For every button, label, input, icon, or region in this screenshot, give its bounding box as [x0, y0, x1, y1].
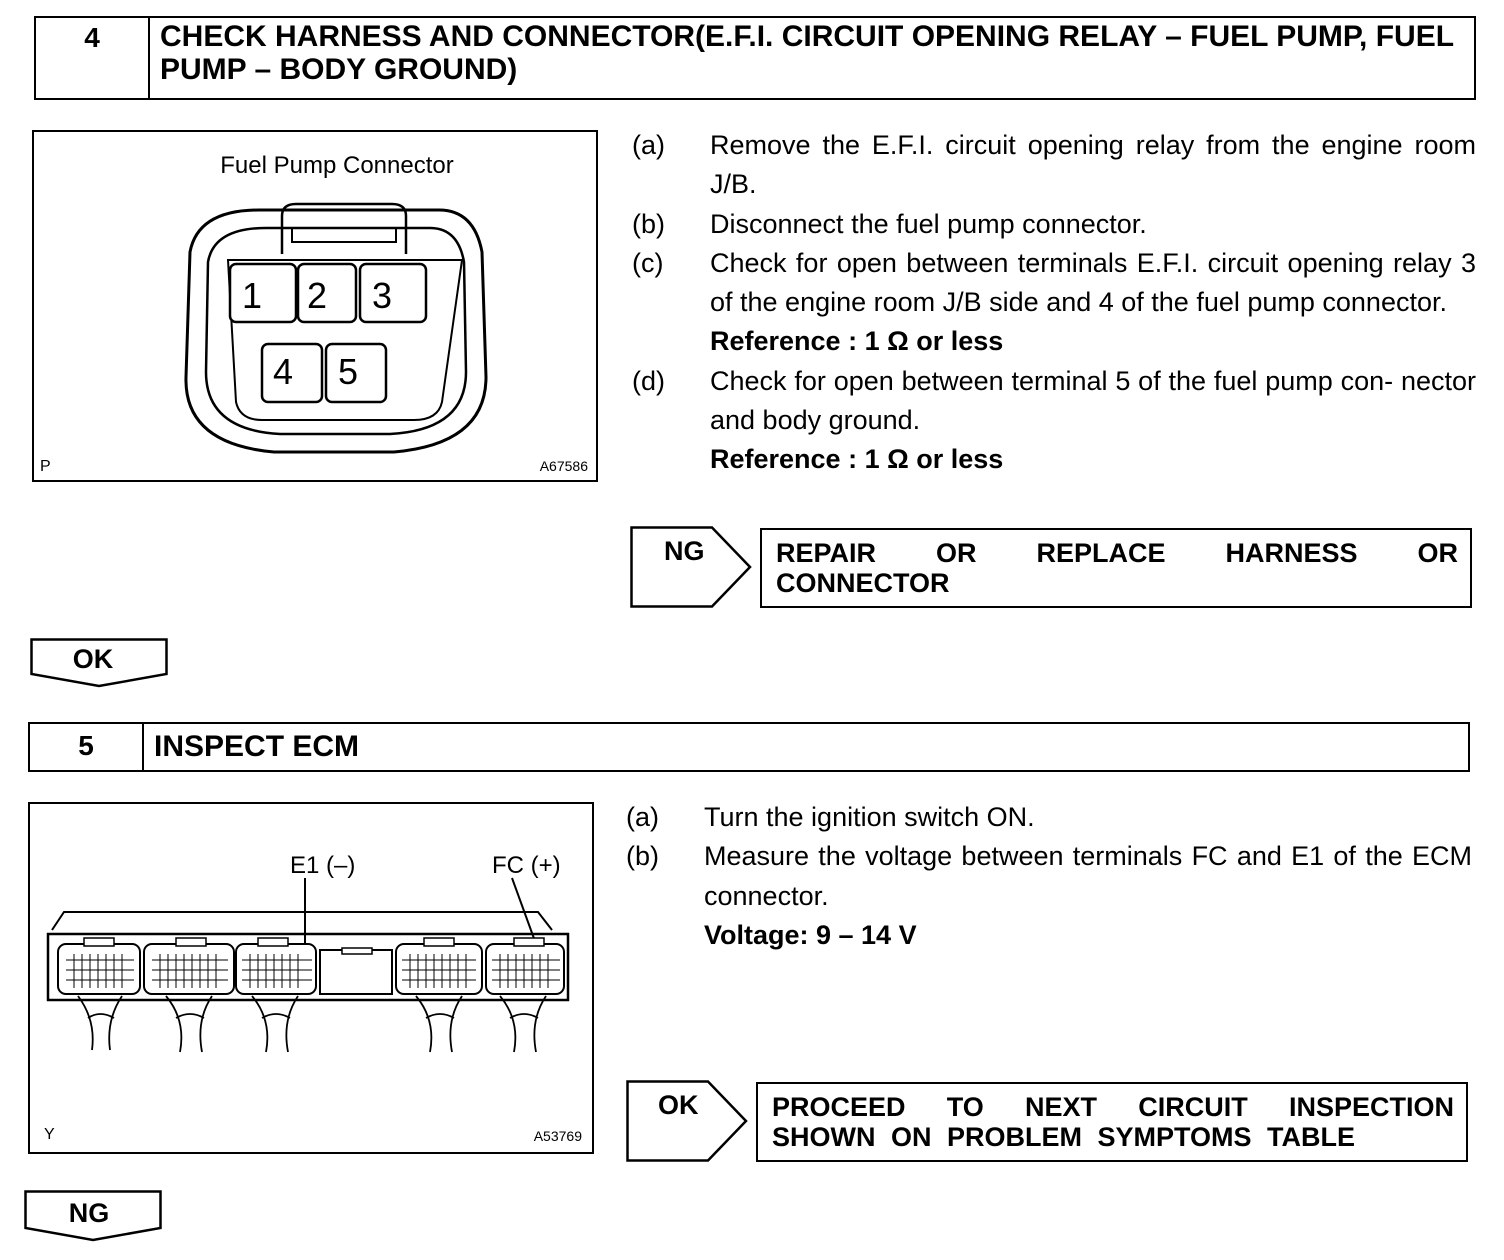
- instruction-text: Disconnect the fuel pump connector.: [710, 208, 1147, 239]
- step4-header: 4 CHECK HARNESS AND CONNECTOR(E.F.I. CIR…: [34, 16, 1476, 100]
- instruction-row: (b) Measure the voltage between terminal…: [626, 837, 1472, 916]
- step5-instructions: (a) Turn the ignition switch ON. (b) Mea…: [626, 798, 1472, 955]
- ecm-block-3: [235, 937, 317, 995]
- instruction-row: (a) Turn the ignition switch ON.: [626, 798, 1472, 837]
- instruction-label: (c): [632, 247, 664, 278]
- step5-ng-flow: NG: [24, 1190, 162, 1242]
- step5-ok-tag: OK: [626, 1080, 750, 1162]
- pin-1-label: 1: [242, 275, 262, 316]
- instruction-text: Measure the voltage between terminals FC…: [704, 841, 1472, 911]
- instruction-label: (d): [632, 365, 665, 396]
- ok-down-arrow-shape: [30, 638, 168, 688]
- instruction-row: Reference : 1 Ω or less: [632, 322, 1476, 361]
- fuel-pump-connector-drawing: 1 2 3 4 5: [184, 202, 488, 454]
- instruction-label: [632, 440, 710, 479]
- reference-spec: Reference : 1 Ω or less: [710, 444, 1004, 475]
- step4-ng-tag: NG: [630, 526, 754, 608]
- ecm-block-5: [485, 937, 565, 995]
- voltage-spec: Voltage: 9 – 14 V: [704, 919, 917, 950]
- ecm-connector-blocks: [57, 937, 565, 995]
- instruction-text: Turn the ignition switch ON.: [704, 802, 1035, 832]
- step5-title: INSPECT ECM: [154, 730, 360, 763]
- ecm-block-center: [319, 947, 393, 995]
- ecm-connector-drawing: [46, 877, 570, 1053]
- step4-ok-flow: OK: [30, 638, 168, 688]
- step4-title: CHECK HARNESS AND CONNECTOR(E.F.I. CIRCU…: [160, 20, 1454, 86]
- instruction-text: Check for open between terminal 5 of the…: [710, 365, 1476, 436]
- ng-arrow-shape: [630, 526, 752, 608]
- pin-5-label: 5: [338, 351, 358, 392]
- pin-5-box: [324, 342, 388, 404]
- step4-instructions: (a) Remove the E.F.I. circuit opening re…: [632, 126, 1476, 480]
- ecm-connector-figure: E1 (–) FC (+): [28, 802, 594, 1154]
- e1-terminal-label: E1 (–): [290, 852, 356, 879]
- instruction-label: (b): [632, 208, 665, 239]
- figure-code: A67586: [539, 458, 588, 474]
- pin-4-box: [260, 342, 324, 404]
- ng-down-arrow-shape: [24, 1190, 162, 1242]
- step4-ng-action: REPAIR OR REPLACE HARNESS OR CONNECTOR: [760, 528, 1472, 608]
- instruction-label: [626, 916, 704, 955]
- instruction-row: (c) Check for open between terminals E.F…: [632, 244, 1476, 323]
- figure-corner-letter: Y: [44, 1126, 55, 1143]
- fuel-pump-connector-figure: Fuel Pump Connector 1 2 3 4 5 P A67586: [32, 130, 598, 482]
- instruction-row: Reference : 1 Ω or less: [632, 440, 1476, 479]
- ecm-block-2: [143, 937, 235, 995]
- instruction-label: (a): [632, 130, 665, 160]
- instruction-label: (b): [626, 841, 659, 872]
- pin-1-box: [228, 262, 298, 324]
- step4-number: 4: [36, 18, 150, 98]
- instruction-text: Check for open between terminals E.F.I. …: [710, 247, 1476, 318]
- instruction-label: [632, 322, 710, 361]
- step5-ok-action: PROCEED TO NEXT CIRCUIT INSPECTION SHOWN…: [756, 1082, 1468, 1162]
- instruction-label: (a): [626, 802, 659, 832]
- step5-number: 5: [30, 724, 144, 770]
- fc-terminal-label: FC (+): [492, 852, 561, 879]
- figure-caption: Fuel Pump Connector: [220, 152, 454, 179]
- ng-flow-label: NG: [68, 1198, 110, 1228]
- instruction-row: Voltage: 9 – 14 V: [626, 916, 1472, 955]
- instruction-row: (b) Disconnect the fuel pump connector.: [632, 205, 1476, 244]
- pin-3-label: 3: [372, 275, 392, 316]
- pin-2-box: [296, 262, 358, 324]
- pin-4-label: 4: [273, 351, 293, 392]
- ok-tag-label: OK: [658, 1090, 699, 1120]
- figure-corner-letter: P: [40, 458, 51, 475]
- step5-header: 5 INSPECT ECM: [28, 722, 1470, 772]
- connector-pins: [228, 262, 428, 404]
- instruction-row: (d) Check for open between terminal 5 of…: [632, 362, 1476, 441]
- figure-code: A53769: [533, 1128, 582, 1144]
- wire-harnesses: [77, 995, 547, 1053]
- ok-arrow-shape: [626, 1080, 748, 1162]
- ecm-block-1: [57, 937, 141, 995]
- ok-flow-label: OK: [72, 644, 114, 674]
- reference-spec: Reference : 1 Ω or less: [710, 326, 1004, 357]
- ecm-block-4: [395, 937, 483, 995]
- pin-2-label: 2: [307, 275, 327, 316]
- ng-tag-label: NG: [664, 536, 705, 566]
- instruction-text: Remove the E.F.I. circuit opening relay …: [710, 130, 1476, 200]
- pin-3-box: [358, 262, 428, 324]
- instruction-row: (a) Remove the E.F.I. circuit opening re…: [632, 126, 1476, 205]
